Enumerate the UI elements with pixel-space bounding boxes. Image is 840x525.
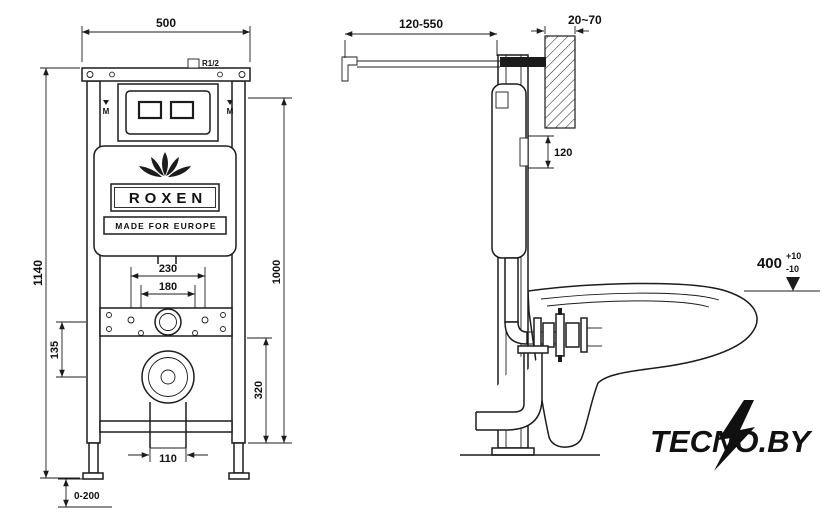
fixing-hole <box>138 330 144 336</box>
inlet-fitting-shape <box>187 58 200 69</box>
fixing-hole <box>201 316 209 324</box>
wall-bracket-arm <box>500 57 546 67</box>
water-inlet-port-inner <box>159 313 177 331</box>
supply-and-bracket <box>341 56 546 82</box>
dim-bracket-range-label: 20~70 <box>568 13 602 27</box>
toilet-bowl <box>527 282 758 448</box>
connector-bolt <box>558 355 562 362</box>
level-arrow-icon <box>786 277 800 291</box>
connector-sleeve <box>542 322 555 348</box>
frame-right-rail <box>231 80 246 444</box>
dim-rim-tol-minus-label: -10 <box>786 264 799 274</box>
dim-inlet-offset-label: 120 <box>554 147 572 159</box>
brand-box <box>110 183 220 212</box>
elbow-flange <box>517 345 549 354</box>
drain-outlet <box>141 350 195 449</box>
dim-pipe-spacing-label: 180 <box>159 281 177 293</box>
bolt-hole <box>220 312 226 318</box>
side-view: 120-550 20~70 120 400 +10 -10 <box>341 13 820 456</box>
lotus-logo-icon <box>139 152 191 177</box>
tagline: MADE FOR EUROPE <box>115 221 217 231</box>
tagline-box <box>103 216 227 235</box>
supply-valve <box>341 56 358 82</box>
dim-drain-height-label: 320 <box>253 381 265 399</box>
flush-button-right <box>169 100 195 120</box>
fixing-hole <box>127 316 135 324</box>
connector-flange <box>580 317 588 353</box>
brand-name: ROXEN <box>129 190 207 207</box>
dim-outlet-width-label: 110 <box>159 453 177 465</box>
flush-connection <box>504 257 602 362</box>
frame-bottom-crossbar <box>99 420 233 433</box>
frame-left-rail <box>86 80 101 444</box>
inlet-port-side <box>519 137 529 167</box>
frame-side-foot <box>491 447 535 456</box>
fixing-hole <box>192 330 198 336</box>
cistern-side-body <box>491 83 527 259</box>
mark-arrow-right-icon <box>227 100 233 105</box>
wall-section <box>544 35 576 129</box>
side-dimensions: 120-550 20~70 120 400 +10 -10 <box>344 13 820 292</box>
brand-box-inner <box>114 187 216 208</box>
flush-plate: M M <box>103 83 234 142</box>
cistern-side <box>491 83 529 259</box>
frame-right-leg <box>233 442 244 474</box>
mark-arrow-left-icon <box>103 100 109 105</box>
flush-pipe <box>504 257 519 323</box>
dim-depth-range-label: 120-550 <box>399 17 443 31</box>
front-view: R1/2 M M ROXEN <box>31 16 292 508</box>
dim-plate-height-label: 1000 <box>271 260 283 284</box>
bolt-hole <box>220 326 226 332</box>
watermark-logo: TECNO.BY <box>650 400 814 471</box>
right-foot-plate <box>228 472 250 480</box>
bowl-rim-line-2 <box>546 300 710 308</box>
support-crossbar <box>99 307 233 337</box>
dim-bolt-spacing-label: 230 <box>159 263 177 275</box>
bowl-outline <box>527 282 758 448</box>
bolt-hole <box>238 71 246 78</box>
bolt-hole <box>106 312 112 318</box>
fill-valve <box>495 91 509 109</box>
bowl-rim-line <box>540 292 720 301</box>
drain-flange-inner <box>160 369 176 385</box>
dim-rim-tol-plus-label: +10 <box>786 251 801 261</box>
connector-flange <box>555 313 565 357</box>
fitting-label: R1/2 <box>202 59 219 68</box>
frame-top-bar <box>81 67 251 82</box>
water-inlet-fitting: R1/2 <box>187 58 219 69</box>
flush-button-left <box>137 100 163 120</box>
bolt-hole <box>109 71 115 78</box>
bolt-hole <box>86 71 94 78</box>
dim-width-label: 500 <box>156 16 176 30</box>
connector-bolt <box>558 308 562 315</box>
mark-right-label: M <box>227 107 234 116</box>
lightning-bolt-icon <box>714 400 755 471</box>
dim-rim-height-label: 400 <box>757 255 782 272</box>
left-foot-plate <box>82 472 104 480</box>
dim-height-label: 1140 <box>31 260 45 286</box>
dim-foot-adjust-label: 0-200 <box>74 491 100 502</box>
mark-left-label: M <box>103 107 110 116</box>
frame-left-leg <box>88 442 99 474</box>
bolt-hole <box>106 326 112 332</box>
drain-elbow <box>475 345 549 431</box>
cistern-front: ROXEN MADE FOR EUROPE <box>93 145 237 264</box>
bolt-hole <box>217 71 223 78</box>
connector-sleeve <box>565 322 580 348</box>
front-dimensions: 500 1140 230 180 1000 320 <box>31 16 292 508</box>
elbow-inner <box>476 353 525 413</box>
dim-inlet-drop-label: 135 <box>49 341 61 359</box>
